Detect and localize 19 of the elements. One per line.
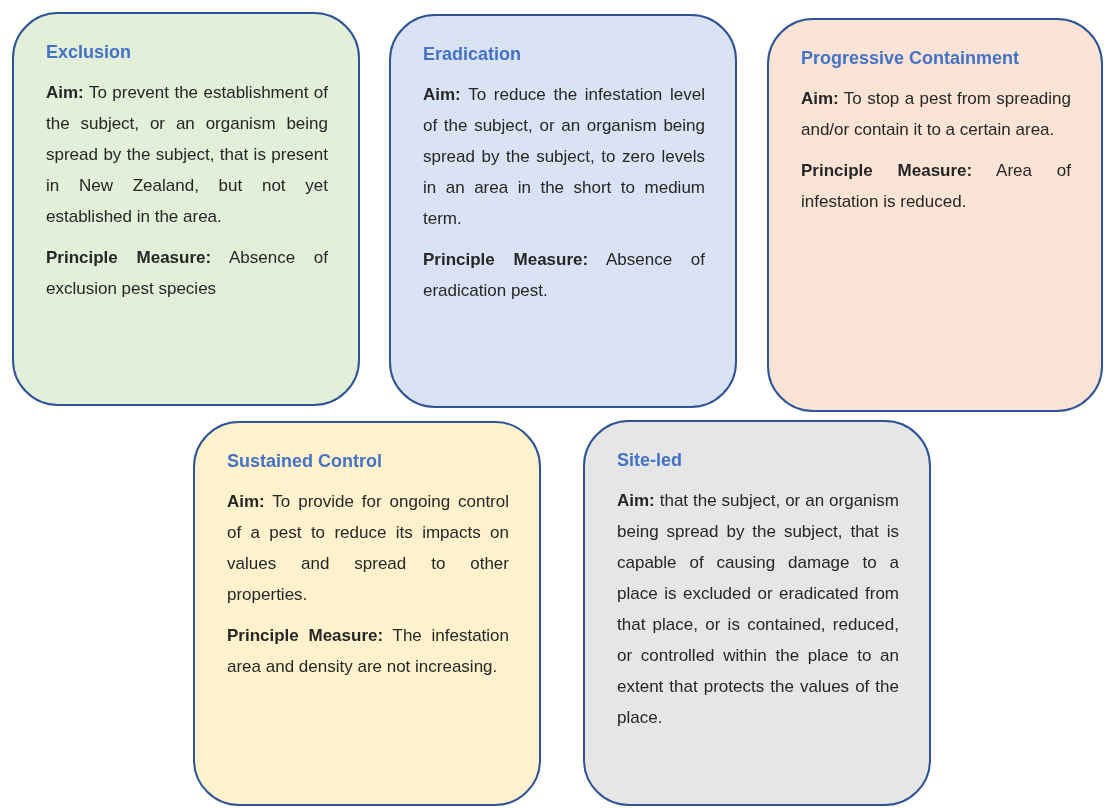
rounded-box xyxy=(583,420,931,806)
rounded-box xyxy=(193,421,541,806)
paragraph: Principle Measure: Absence of exclusion pest species xyxy=(46,247,328,300)
rounded-box xyxy=(12,12,360,406)
rounded-box xyxy=(389,14,737,408)
box-heading: Site-led xyxy=(617,450,683,471)
paragraph: Aim: that the subject, or an organism being spread by the subject, that is capable of causing damage to a place is excluded or eradicated from that place, or is contained, reduced, or controlled within the place to an extent that protects the values of the place. xyxy=(617,490,899,729)
paragraph: Principle Measure: Area of infestation is reduced. xyxy=(801,160,1071,213)
rounded-box xyxy=(767,18,1103,412)
box-heading: Exclusion xyxy=(46,42,133,63)
paragraph: Aim: To provide for ongoing control of a pest to reduce its impacts on values and spread to other properties. xyxy=(227,491,509,606)
box-heading: Eradication xyxy=(423,44,523,65)
paragraph: Aim: To reduce the infestation level of the subject, or an organism being spread by the subject, to zero levels in an area in the short to medium term. xyxy=(423,84,705,230)
paragraph: Principle Measure: Absence of eradication pest. xyxy=(423,249,705,302)
paragraph: Aim: To prevent the establishment of the subject, or an organism being spread by the subject, that is present in New Zealand, but not yet established in the area. xyxy=(46,82,328,228)
paragraph: Aim: To stop a pest from spreading and/or contain it to a certain area. xyxy=(801,88,1071,141)
box-heading: Sustained Control xyxy=(227,451,383,472)
box-heading: Progressive Containment xyxy=(801,48,1021,69)
paragraph: Principle Measure: The infestation area and density are not increasing. xyxy=(227,625,509,678)
